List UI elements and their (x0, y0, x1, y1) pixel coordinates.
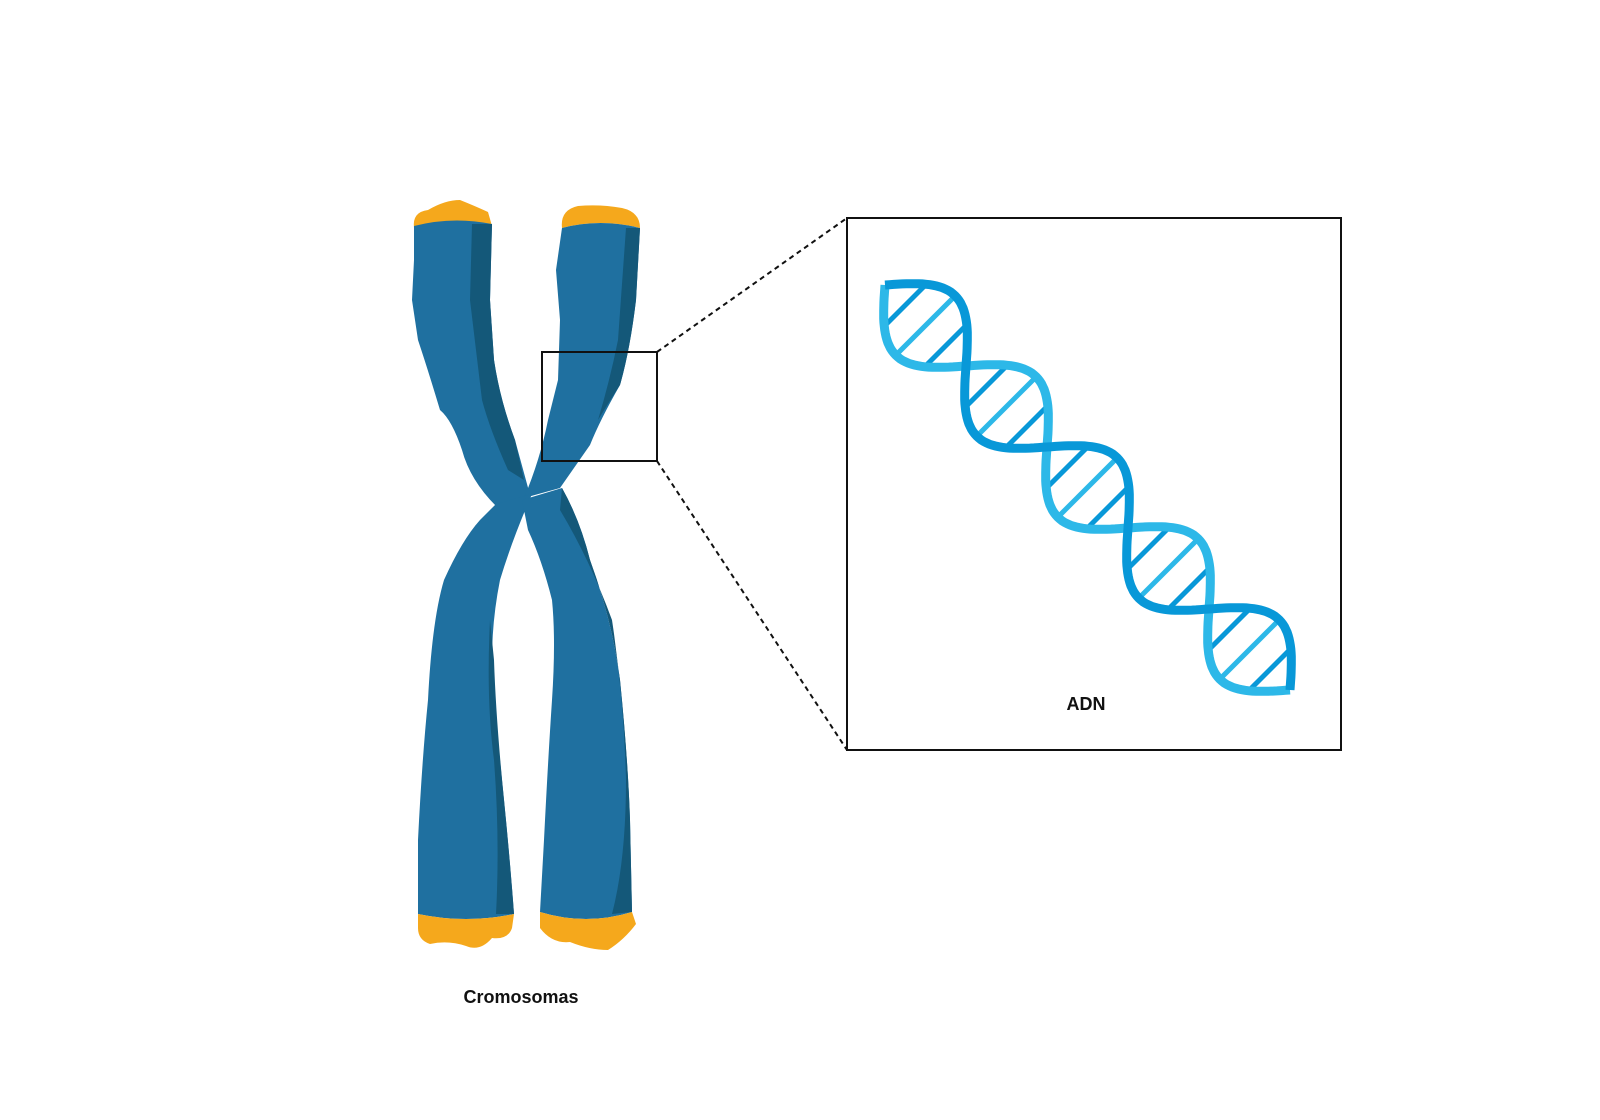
chromatid-shade (598, 228, 640, 420)
base-pair-rung (1044, 444, 1091, 491)
chromatid-arm-upper-right (524, 223, 640, 498)
base-pair-rung (963, 363, 1010, 410)
base-pair-rung (1206, 606, 1253, 653)
chromosome-label: Cromosomas (463, 987, 579, 1007)
chromosome (412, 200, 640, 950)
zoom-connector-top (656, 217, 848, 353)
zoom-source-box (541, 351, 658, 462)
base-pair-rung (1056, 456, 1119, 519)
base-pair-rung (1246, 646, 1293, 693)
base-pair-rung (975, 375, 1038, 438)
telomere-top-left (413, 200, 492, 228)
base-pair-rung (1137, 537, 1200, 600)
chromatid-shade (560, 488, 632, 914)
dna-helix (879, 279, 1296, 696)
chromatid-shade (470, 224, 524, 480)
base-pair-rung (894, 294, 957, 357)
dna-strand-dark (884, 279, 1296, 691)
chromatid-arm-lower-left (418, 494, 532, 919)
dna-label: ADN (1066, 694, 1106, 714)
chromatid-arm-lower-right (522, 488, 632, 919)
base-pair-rung (1084, 484, 1131, 531)
zoom-connector-bottom (656, 460, 848, 751)
dna-strand-light (879, 284, 1291, 696)
base-pair-rung (922, 322, 969, 369)
chromatid-shade (488, 620, 514, 914)
base-pair-rung (1218, 618, 1281, 681)
base-pair-rung (1003, 403, 1050, 450)
base-pair-rung (1125, 525, 1172, 572)
telomere-top-right (561, 205, 640, 228)
telomere-bottom-left (418, 914, 514, 948)
telomere-bottom-right (540, 912, 636, 950)
base-pair-rung (882, 282, 929, 329)
base-pair-rung (1165, 565, 1212, 612)
